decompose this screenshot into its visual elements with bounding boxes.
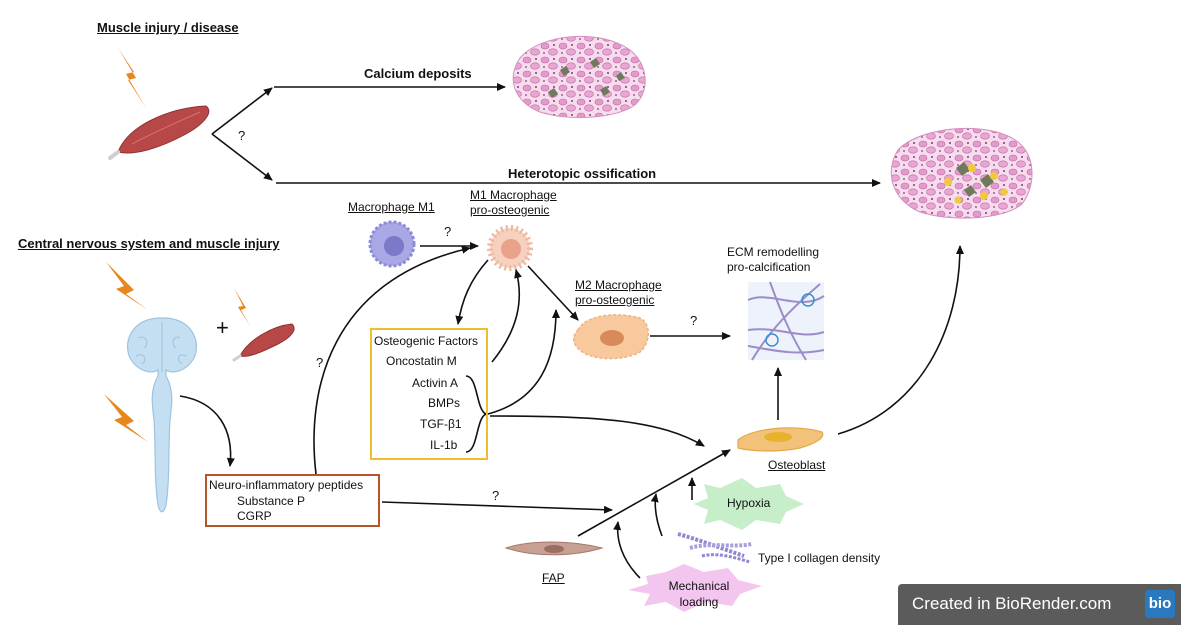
question-mark: ? <box>690 313 698 328</box>
m2-macrophage-label: M2 Macrophage <box>575 278 662 292</box>
arrow-factors-to-m1pro <box>491 269 522 363</box>
biorender-watermark: Created in BioRender.com bio <box>898 584 1181 625</box>
m1-macrophage-label: M1 Macrophage <box>470 188 557 202</box>
fap-label: FAP <box>542 571 565 585</box>
arrow-osteoblast-to-ho <box>837 245 964 435</box>
arrow-m1pro-to-factors <box>455 259 489 325</box>
heterotopic-ossification-tissue-icon <box>890 127 1033 219</box>
osteoblast-label: Osteoblast <box>768 458 826 472</box>
factor-item: IL-1b <box>430 438 458 452</box>
macrophage-m1-icon <box>368 220 416 268</box>
calcium-deposits-label: Calcium deposits <box>364 66 472 81</box>
ecm-pro-calcification-label: pro-calcification <box>727 260 811 274</box>
neuro-item: CGRP <box>237 509 272 523</box>
arrow-cns-to-neuro <box>179 395 235 467</box>
cns-title: Central nervous system and muscle injury <box>18 236 280 251</box>
biorender-logo-icon: bio <box>1145 590 1175 618</box>
neuro-inflammatory-box: Neuro-inflammatory peptides Substance P … <box>205 474 380 527</box>
lightning-icon <box>234 288 250 326</box>
neuro-item: Substance P <box>237 494 306 508</box>
lightning-icon <box>104 394 148 442</box>
question-mark: ? <box>316 355 324 370</box>
loading-label: loading <box>679 595 719 609</box>
ecm-remodelling-icon <box>747 281 825 361</box>
osteogenic-factors-box: Osteogenic Factors Oncostatin M Activin … <box>370 328 488 460</box>
collagen-density-label: Type I collagen density <box>758 551 881 565</box>
factor-item: TGF-β1 <box>420 417 462 431</box>
m1-pro-osteogenic-label: pro-osteogenic <box>470 203 550 217</box>
arrow-collagen <box>650 493 663 537</box>
factor-item: Oncostatin M <box>386 354 457 368</box>
collagen-fiber-icon <box>677 532 753 564</box>
mechanical-label: Mechanical <box>668 579 730 593</box>
question-mark: ? <box>238 128 246 143</box>
m2-macrophage-icon <box>573 314 649 360</box>
hypoxia-shape <box>694 478 804 530</box>
plus-sign: + <box>216 315 229 340</box>
arrow-neuro-to-fap-path <box>381 501 613 514</box>
muscle-injury-title: Muscle injury / disease <box>97 20 239 35</box>
arrow-m1pro-to-m2 <box>527 265 579 321</box>
watermark-text: Created in BioRender.com <box>912 594 1112 613</box>
arrow-muscle-split <box>211 87 273 135</box>
factor-item: BMPs <box>428 396 461 410</box>
lightning-icon <box>118 48 146 108</box>
factor-item: Activin A <box>412 376 459 390</box>
muscle-icon <box>232 323 295 362</box>
osteogenic-factors-title: Osteogenic Factors <box>374 334 479 348</box>
arrow-factors-to-m2 <box>487 309 560 415</box>
arrow-fap-to-osteoblast <box>577 449 731 537</box>
hypoxia-label: Hypoxia <box>727 496 771 510</box>
cns-icon <box>126 317 198 513</box>
mechanical-loading-shape <box>628 564 762 612</box>
m1-pro-osteogenic-macrophage-icon <box>487 225 533 271</box>
calcium-deposit-tissue-icon <box>512 35 646 119</box>
question-mark: ? <box>444 224 452 239</box>
neuro-title: Neuro-inflammatory peptides <box>209 478 364 492</box>
arrow-neuro-to-m1pro <box>313 245 471 475</box>
question-mark: ? <box>492 488 500 503</box>
macrophage-m1-label: Macrophage M1 <box>348 200 435 214</box>
m2-pro-osteogenic-label: pro-osteogenic <box>575 293 655 307</box>
fap-cell-icon <box>504 541 604 556</box>
arrow-muscle-split <box>211 133 273 181</box>
arrow-mechanical <box>613 521 641 579</box>
muscle-icon <box>108 105 210 160</box>
osteoblast-icon <box>737 427 824 452</box>
arrow-factors-to-osteoblast <box>489 415 705 447</box>
heterotopic-ossification-label: Heterotopic ossification <box>508 166 657 181</box>
ecm-remodelling-label: ECM remodelling <box>727 245 820 259</box>
lightning-icon <box>106 262 148 310</box>
